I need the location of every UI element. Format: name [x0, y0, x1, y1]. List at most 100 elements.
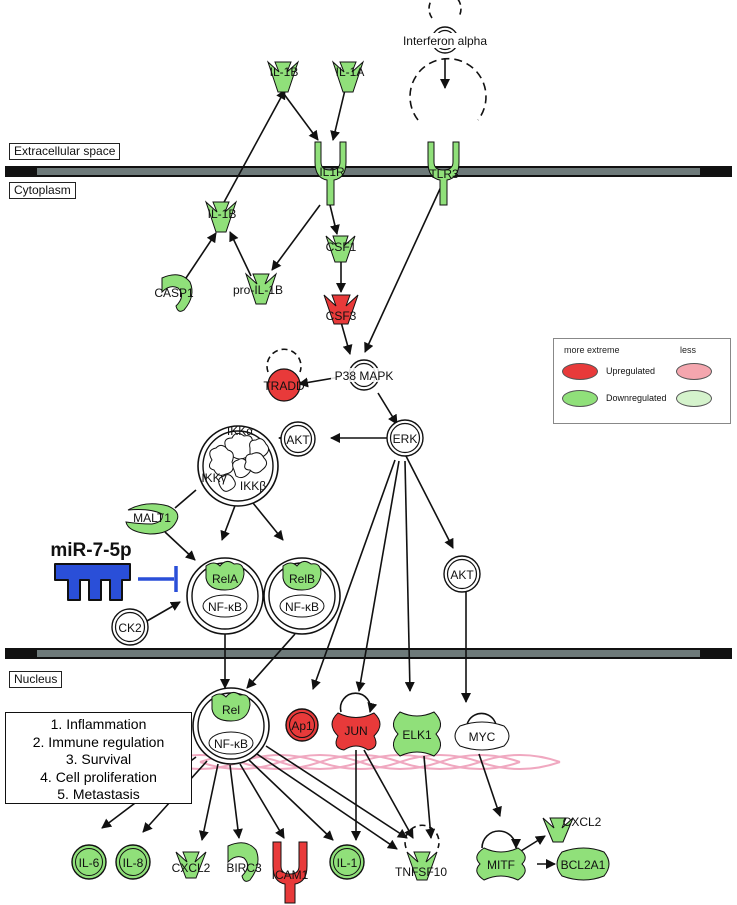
malt1-label: MALT1 [133, 511, 171, 525]
interferon-alpha-node[interactable]: Interferon alpha [385, 26, 505, 54]
elk1-label: ELK1 [402, 728, 432, 742]
birc3-label: BIRC3 [226, 861, 262, 875]
il1-node[interactable]: IL-1 [329, 844, 365, 880]
function-item: 2. Immune regulation [32, 733, 165, 750]
il1b-cyto-node[interactable]: IL-1B [204, 200, 238, 233]
inhibition-edge [138, 566, 178, 592]
il1b-ext-label: IL-1B [270, 65, 299, 79]
cxcl2-node-2[interactable]: CXCL2 [542, 815, 602, 843]
myc-label: MYC [469, 730, 496, 744]
mitf-label: MITF [487, 858, 515, 872]
nfkb-1-label: NF-κB [208, 600, 242, 614]
p38-mapk-node[interactable]: P38 MAPK [331, 359, 397, 391]
function-item: 4. Cell proliferation [40, 768, 157, 785]
ck2-label: CK2 [118, 621, 142, 635]
ap1-node[interactable]: Ap1 [285, 708, 319, 742]
il1-label: IL-1 [337, 856, 358, 870]
legend-more-extreme: more extreme [564, 345, 620, 355]
ikka-label: IKKα [227, 424, 253, 438]
birc3-node[interactable]: BIRC3 [226, 842, 262, 882]
il1a-label: IL-1A [336, 65, 365, 79]
cxcl2-node-1[interactable]: CXCL2 [172, 851, 211, 879]
jun-node[interactable]: JUN [331, 712, 381, 751]
ck2-node[interactable]: CK2 [111, 608, 149, 646]
function-item: 3. Survival [65, 751, 132, 767]
elk1-node[interactable]: ELK1 [393, 711, 441, 757]
legend-downregulated-swatch [562, 390, 598, 407]
ikkb-label: IKKβ [240, 479, 266, 493]
edges [101, 0, 556, 869]
pro-il1b-node[interactable]: pro-IL-1B [233, 272, 283, 305]
bcl2a1-label: BCL2A1 [561, 858, 606, 872]
legend-upregulated-swatch [562, 363, 598, 380]
function-item: 1. Inflammation [50, 716, 147, 732]
functions-box: 1. Inflammation 2. Immune regulation 3. … [5, 712, 192, 804]
relb-label: RelB [289, 572, 315, 586]
rela-label: RelA [212, 572, 238, 586]
extracellular-space-label: Extracellular space [9, 143, 121, 160]
legend: more extreme less Upregulated Downregula… [553, 338, 731, 424]
legend-upregulated-light-swatch [676, 363, 712, 380]
akt-node-1[interactable]: AKT [280, 421, 316, 457]
tradd-label: TRADD [263, 379, 305, 393]
tlr3-receptor[interactable]: TLR3 [427, 141, 460, 206]
akt-node-2[interactable]: AKT [443, 555, 481, 593]
csf3-node[interactable]: CSF3 [323, 294, 359, 325]
mitf-node[interactable]: MITF [476, 847, 526, 881]
casp1-label: CASP1 [154, 286, 194, 300]
jun-label: JUN [344, 724, 367, 738]
ap1-label: Ap1 [291, 719, 313, 733]
akt-1-label: AKT [286, 433, 310, 447]
relb-nfkb-complex[interactable]: RelB NF-κB [263, 557, 341, 635]
tnfsf10-node[interactable]: TNFSF10 [395, 851, 447, 881]
il1r-receptor[interactable]: IL1R [314, 141, 347, 206]
pro-il1b-label: pro-IL-1B [233, 283, 283, 297]
il1r-label: IL1R [319, 165, 345, 179]
il8-node[interactable]: IL-8 [115, 844, 151, 880]
bcl2a1-node[interactable]: BCL2A1 [556, 847, 610, 881]
akt-2-label: AKT [450, 568, 474, 582]
il6-label: IL-6 [79, 856, 100, 870]
legend-downregulated-light-swatch [676, 390, 712, 407]
il1b-cyto-label: IL-1B [208, 207, 237, 221]
plasma-membrane [5, 166, 732, 177]
cytoplasm-label: Cytoplasm [9, 182, 76, 199]
rel-label: Rel [222, 703, 240, 717]
nucleus-label: Nucleus [9, 671, 63, 688]
erk-node[interactable]: ERK [386, 419, 424, 457]
nuclear-membrane [5, 648, 732, 659]
ikk-complex[interactable]: IKKα IKKγ IKKβ [197, 424, 279, 507]
il1b-ext-node[interactable]: IL-1B [266, 60, 300, 93]
p38-mapk-label: P38 MAPK [335, 369, 394, 383]
legend-less: less [680, 345, 697, 355]
tlr3-label: TLR3 [429, 167, 459, 181]
tnfsf10-label: TNFSF10 [395, 865, 447, 879]
function-item: 5. Metastasis [57, 786, 140, 802]
csf1-label: CSF1 [326, 240, 357, 254]
nfkb-2-label: NF-κB [285, 600, 319, 614]
tradd-node[interactable]: TRADD [263, 368, 305, 402]
icam1-node[interactable]: ICAM1 [272, 841, 309, 904]
csf1-node[interactable]: CSF1 [325, 235, 357, 263]
casp1-node[interactable]: CASP1 [154, 274, 194, 312]
malt1-node[interactable]: MALT1 [125, 503, 179, 535]
legend-upregulated-label: Upregulated [606, 366, 656, 376]
cxcl2-2-label: CXCL2 [563, 815, 602, 829]
il6-node[interactable]: IL-6 [71, 844, 107, 880]
erk-label: ERK [393, 432, 418, 446]
interferon-alpha-label: Interferon alpha [403, 34, 487, 48]
cxcl2-1-label: CXCL2 [172, 861, 211, 875]
il1a-node[interactable]: IL-1A [331, 60, 365, 93]
rela-nfkb-complex[interactable]: RelA NF-κB [186, 557, 264, 635]
mir-7-5p-label: miR-7-5p [50, 540, 131, 561]
legend-downregulated-label: Downregulated [606, 393, 667, 403]
icam1-label: ICAM1 [272, 868, 309, 882]
ikky-label: IKKγ [201, 471, 226, 485]
mir-7-5p-node[interactable]: miR-7-5p [50, 540, 132, 601]
myc-node[interactable]: MYC [454, 721, 510, 751]
nfkb-3-label: NF-κB [214, 737, 248, 751]
rel-nfkb-complex[interactable]: Rel NF-κB [192, 687, 270, 765]
il8-label: IL-8 [123, 856, 144, 870]
csf3-label: CSF3 [326, 309, 357, 323]
